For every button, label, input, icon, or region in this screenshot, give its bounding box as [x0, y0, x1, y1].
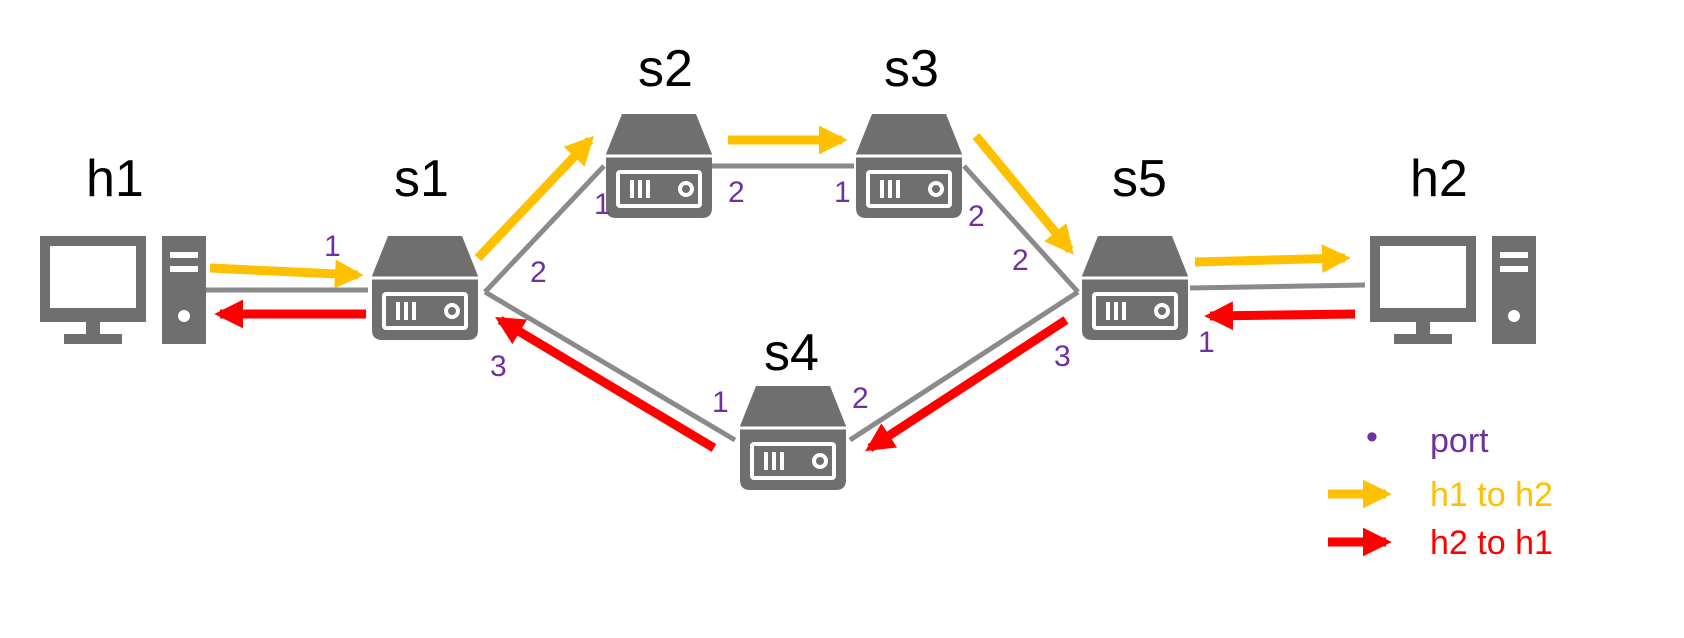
flow-arrow-s4-s1 [495, 316, 717, 452]
legend-h2-to-h1-label: h2 to h1 [1430, 524, 1553, 562]
port-label: 2 [968, 200, 985, 233]
port-labels: 1 2 3 1 2 1 2 1 2 2 3 1 [324, 176, 1215, 419]
port-label: 1 [1198, 326, 1215, 359]
port-label: 1 [834, 176, 851, 209]
port-label: 2 [1012, 244, 1029, 277]
port-label: 1 [712, 386, 729, 419]
host-h1-computer-icon [40, 236, 206, 344]
switch-s2 [606, 114, 712, 218]
switch-s4 [740, 386, 846, 490]
node-label-s4: s4 [764, 324, 819, 382]
host-h2-computer-icon [1370, 236, 1536, 344]
link-s4-s5 [848, 289, 1080, 443]
legend: • port h1 to h2 h2 to h1 [1328, 418, 1553, 562]
flow-arrow-s5-s4 [865, 316, 1069, 452]
port-label: 1 [324, 230, 341, 263]
link-s1-s4 [483, 289, 737, 443]
links [205, 163, 1366, 443]
port-label: 2 [728, 176, 745, 209]
link-s1-s2 [483, 164, 606, 294]
port-label: 2 [530, 256, 547, 289]
node-label-s5: s5 [1112, 150, 1167, 208]
port-label: 1 [594, 188, 611, 221]
link-s5-h2 [1189, 282, 1366, 291]
switch-s3 [856, 114, 962, 218]
node-label-s1: s1 [394, 150, 449, 208]
node-label-h2: h2 [1410, 150, 1468, 208]
port-label: 3 [1054, 340, 1071, 373]
flow-arrow-s5-h2 [1194, 244, 1351, 274]
switch-s1 [372, 236, 478, 340]
flow-arrow-s1-s2 [474, 135, 594, 262]
flow-h1-to-h2 [209, 125, 1351, 289]
legend-h1-to-h2-label: h1 to h2 [1430, 476, 1553, 514]
port-label: 2 [852, 382, 869, 415]
flow-arrow-s3-s5 [972, 133, 1074, 255]
flow-arrow-h2-s5 [1204, 301, 1356, 331]
flow-h2-to-h1 [214, 299, 1356, 452]
legend-port-label: port [1430, 422, 1489, 460]
legend-port-marker: • [1366, 418, 1378, 456]
flow-arrow-h1-s1 [209, 259, 364, 289]
link-s3-s5 [962, 164, 1080, 294]
node-label-h1: h1 [86, 150, 144, 208]
switch-s5 [1082, 236, 1188, 340]
node-label-s3: s3 [884, 40, 939, 98]
port-label: 3 [490, 350, 507, 383]
node-label-s2: s2 [638, 40, 693, 98]
